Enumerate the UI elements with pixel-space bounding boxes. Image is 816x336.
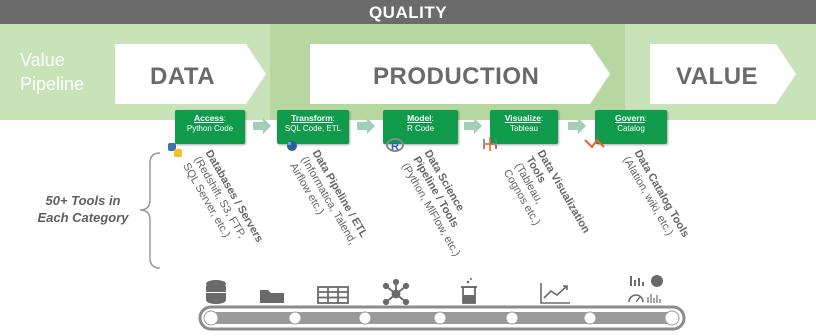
network-icon bbox=[382, 278, 410, 306]
arrow-right-icon bbox=[253, 118, 271, 134]
value-pipeline-line2: Pipeline bbox=[20, 74, 85, 94]
arrow-right-icon bbox=[568, 118, 586, 134]
chevron-value bbox=[650, 44, 796, 104]
table-icon bbox=[317, 286, 349, 304]
gear-icon bbox=[358, 311, 372, 325]
dashboard-icon bbox=[628, 275, 663, 303]
gear-icon bbox=[505, 311, 519, 325]
gear-icon bbox=[433, 311, 447, 325]
arrow-right-icon bbox=[464, 118, 482, 134]
stage-sub: Tableau bbox=[509, 124, 539, 133]
stage-transform: Transform: SQL Code, ETL bbox=[277, 110, 349, 144]
value-pipeline-line1: Value bbox=[20, 50, 65, 70]
chevron-value-label: VALUE bbox=[676, 63, 759, 90]
folder-icon bbox=[260, 290, 284, 303]
value-pipeline-label: Value Pipeline bbox=[20, 48, 100, 96]
quality-bar: QUALITY bbox=[0, 0, 816, 24]
stage-visualize: Visualize: Tableau bbox=[490, 110, 558, 144]
stage-title: Model bbox=[407, 113, 432, 123]
curly-brace bbox=[139, 152, 161, 269]
gear-icon bbox=[664, 310, 680, 326]
gear-icon bbox=[288, 311, 302, 325]
stage-sub: Catalog bbox=[617, 124, 645, 133]
stage-access: Access: Python Code bbox=[175, 110, 245, 144]
tools-label-line2: Each Category bbox=[37, 210, 129, 225]
stage-title: Transform bbox=[291, 113, 333, 123]
stage-title: Access bbox=[193, 113, 224, 123]
stage-title: Visualize bbox=[504, 113, 541, 123]
chevron-production bbox=[310, 44, 610, 104]
tableau-icon bbox=[483, 137, 497, 151]
etl-icon bbox=[287, 141, 297, 151]
stage-sub: R Code bbox=[406, 124, 435, 133]
chevron-data bbox=[115, 44, 266, 104]
tools-per-category-label: 50+ Tools in Each Category bbox=[28, 192, 138, 226]
tools-label-line1: 50+ Tools in bbox=[45, 193, 121, 208]
gear-icon bbox=[203, 310, 219, 326]
r-icon: R bbox=[386, 138, 404, 153]
arrow-right-icon bbox=[357, 118, 375, 134]
svg-text:R: R bbox=[391, 141, 399, 153]
beaker-icon bbox=[461, 278, 477, 304]
chevron-data-label: DATA bbox=[150, 63, 216, 90]
gear-icon bbox=[583, 311, 597, 325]
database-icon bbox=[206, 280, 226, 304]
stage-sub: Python Code bbox=[186, 124, 234, 133]
stage-title: Govern bbox=[615, 113, 645, 123]
stage-govern: Govern: Catalog bbox=[595, 110, 667, 144]
catalog-icon bbox=[584, 138, 605, 149]
stage-sub: SQL Code, ETL bbox=[284, 124, 342, 133]
python-icon bbox=[168, 143, 182, 157]
chevron-production-label: PRODUCTION bbox=[373, 63, 540, 90]
line-chart-icon bbox=[540, 283, 570, 304]
quality-label: QUALITY bbox=[368, 3, 448, 22]
